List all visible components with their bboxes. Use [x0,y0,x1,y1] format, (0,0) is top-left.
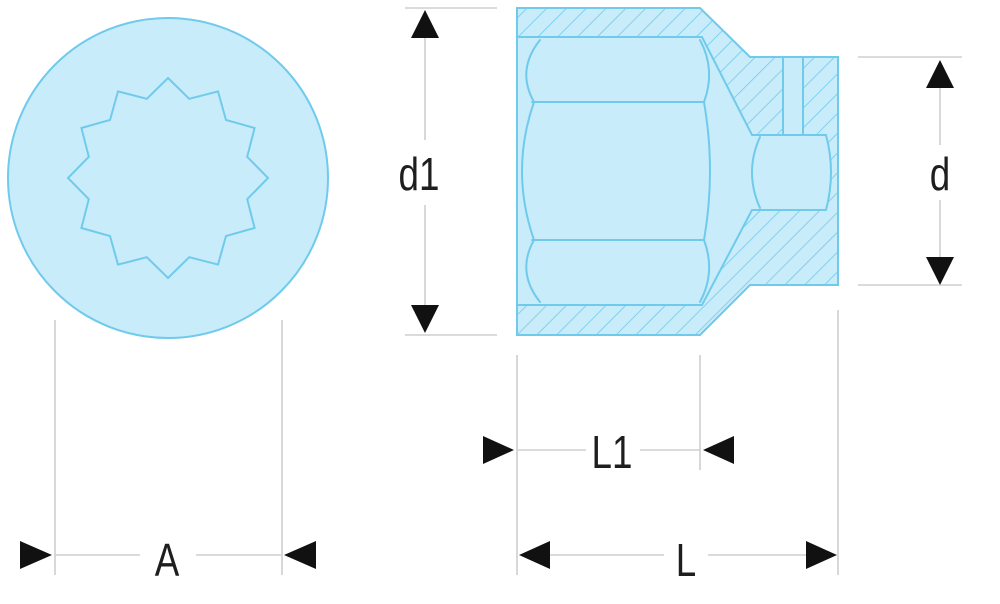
profile-curve-right-middle [703,101,711,241]
bore-curve-left [751,136,761,209]
label-l1: L1 [592,426,633,478]
label-a: A [155,534,180,586]
arrow-d-bottom [926,257,954,285]
arrow-l1-left [483,436,514,464]
dimension-d1: d1 [399,7,497,336]
arrow-d-top [926,60,954,88]
dimension-l1: L1 [483,426,734,478]
arrow-a-left [20,541,52,569]
detent-slot [782,56,804,136]
end-view [7,17,329,339]
arrow-l1-right [703,436,734,464]
profile-curve-right-bottom [699,239,711,303]
profile-curve-left-middle [521,101,535,241]
arrow-a-right [284,541,316,569]
twelve-point-profile [521,39,761,303]
profile-curve-left-top [525,39,541,103]
arrow-d1-top [411,10,439,38]
profile-curve-left-bottom [525,239,541,303]
dimension-a: A [20,320,316,586]
dimension-l: L [519,534,837,586]
socket-end-view-circle [7,17,329,339]
side-section-view [516,7,839,336]
dimension-d: d [858,56,962,286]
profile-curve-right-top [699,39,711,103]
arrow-d1-bottom [411,305,439,333]
label-l: L [676,534,696,586]
arrow-l-right [806,541,837,569]
arrow-l-left [519,541,550,569]
socket-cavity [516,36,832,306]
label-d: d [930,148,950,200]
twelve-point-opening [66,76,270,280]
label-d1: d1 [399,148,440,200]
